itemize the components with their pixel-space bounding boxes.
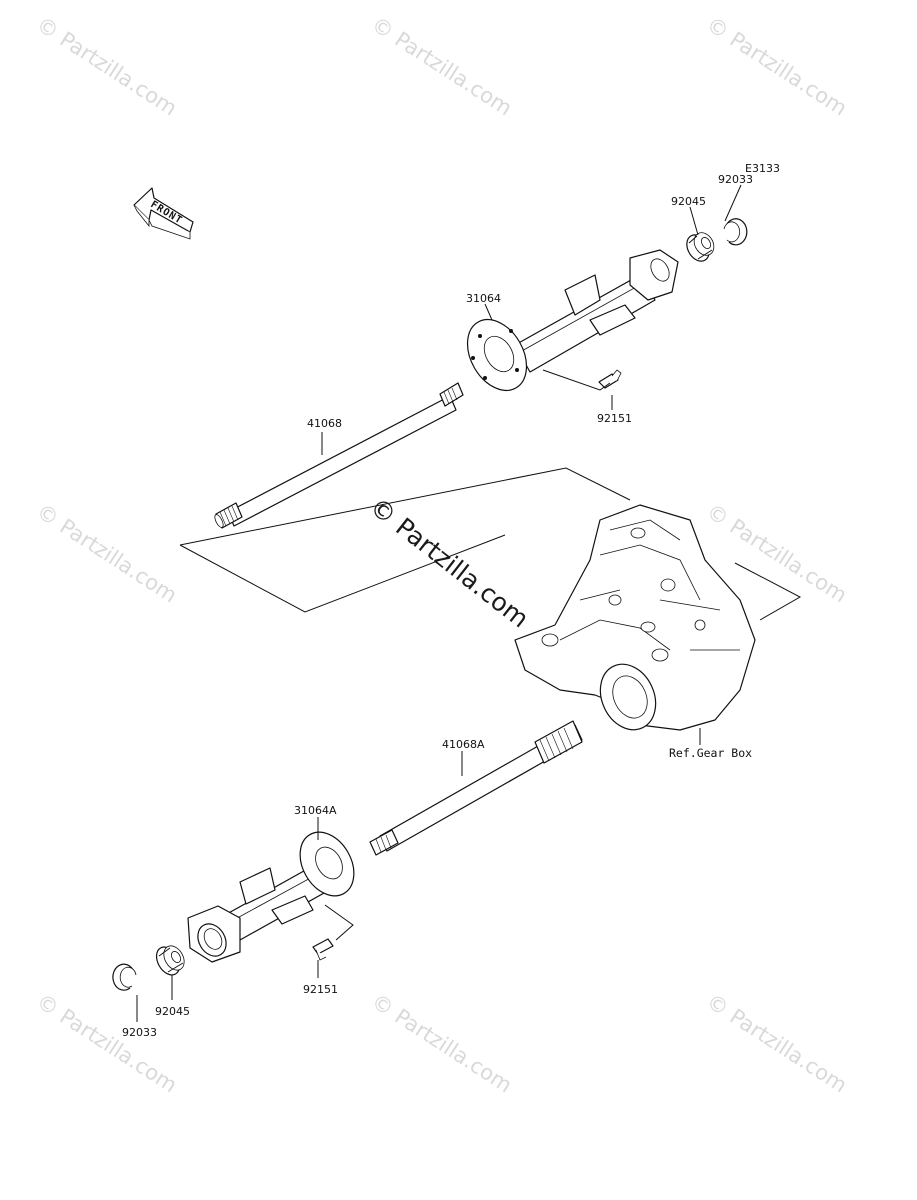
part-number-92151-top: 92151 [597, 412, 632, 425]
callout-labels: 92033 92045 31064 92151 41068 41068A 310… [122, 173, 753, 1039]
leader-lines-top [321, 184, 742, 455]
ref-gear-box-label: Ref.Gear Box [669, 746, 752, 760]
watermark: © Partzilla.com [367, 989, 516, 1097]
bolt-92151-bottom [312, 938, 334, 961]
part-number-41068a: 41068A [442, 738, 485, 751]
part-number-31064: 31064 [466, 292, 501, 305]
axle-shaft-41068a [369, 720, 583, 856]
shaft-to-gearbox-guide [179, 467, 802, 621]
watermark: © Partzilla.com [702, 989, 851, 1097]
part-number-31064a: 31064A [294, 804, 337, 817]
axle-housing-31064 [466, 249, 679, 391]
part-number-41068: 41068 [307, 417, 342, 430]
axle-housing-31064a [187, 831, 355, 963]
center-watermark: © Partzilla.com [364, 492, 534, 634]
part-number-92033-top: 92033 [718, 173, 753, 186]
gear-box-ref [514, 504, 756, 731]
front-arrow-icon: FRONT [133, 187, 194, 240]
part-number-92045-bottom: 92045 [155, 1005, 190, 1018]
circlip-92033-bottom [112, 963, 137, 991]
part-number-92033-bottom: 92033 [122, 1026, 157, 1039]
watermark: © Partzilla.com [367, 12, 516, 120]
diagram-code: E3133 [745, 162, 780, 175]
leader-lines-bottom [136, 751, 463, 1022]
circlip-92033-top [723, 218, 748, 246]
watermark: © Partzilla.com [32, 499, 181, 607]
watermark: © Partzilla.com [702, 12, 851, 120]
part-number-92151-bottom: 92151 [303, 983, 338, 996]
axle-shaft-41068 [214, 382, 464, 529]
bearing-92045-bottom [155, 945, 185, 976]
part-number-92045-top: 92045 [671, 195, 706, 208]
watermark: © Partzilla.com [32, 12, 181, 120]
bearing-92045-top [686, 232, 715, 262]
bolt-92151-top [598, 369, 622, 389]
